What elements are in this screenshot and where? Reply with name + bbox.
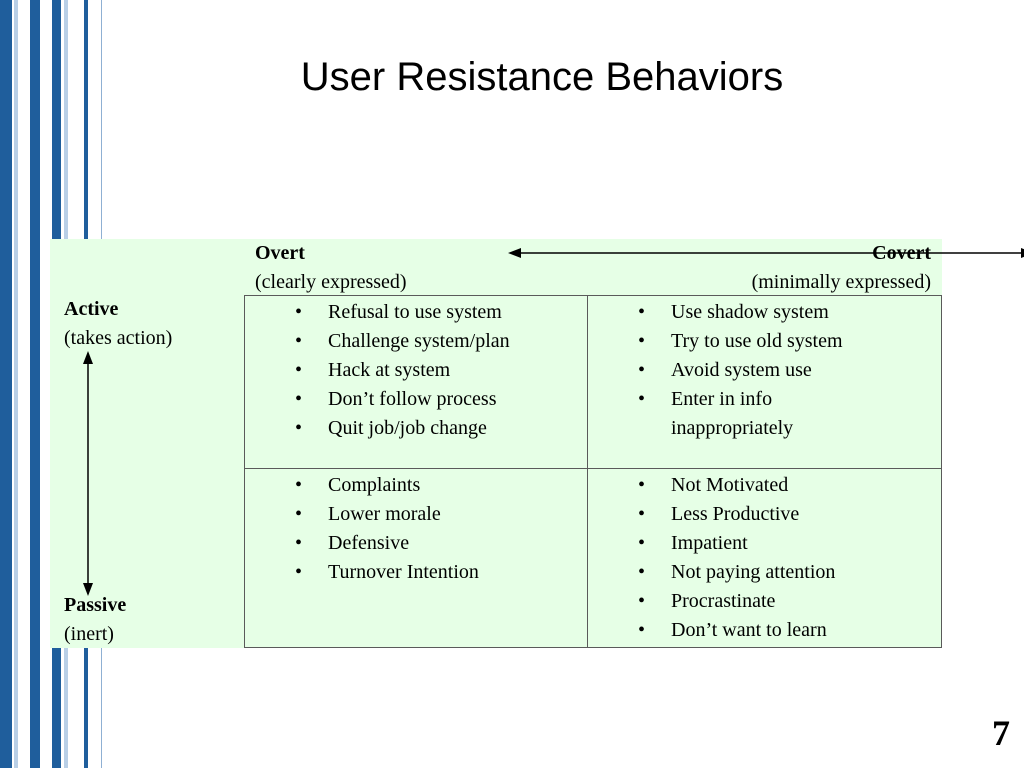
active-label: Active — [64, 298, 119, 320]
passive-overt-cell: Complaints Lower morale Defensive Turnov… — [244, 468, 588, 648]
list-item: Challenge system/plan — [245, 327, 587, 356]
overt-description: (clearly expressed) — [255, 271, 407, 293]
list-item: Enter in info inappropriately — [588, 385, 941, 443]
decor-stripe — [14, 0, 18, 768]
vertical-axis-column: Active (takes action) Passive (inert) — [50, 295, 244, 648]
list-item: Complaints — [245, 471, 587, 500]
covert-label: Covert — [872, 242, 931, 264]
decor-stripe — [0, 0, 12, 768]
overt-header: Overt (clearly expressed) — [255, 239, 407, 297]
covert-header: Covert (minimally expressed) — [752, 239, 931, 297]
list-item: Procrastinate — [588, 587, 941, 616]
passive-description: (inert) — [64, 623, 114, 645]
list-item: Not Motivated — [588, 471, 941, 500]
list-item: Don’t want to learn — [588, 616, 941, 645]
list-item: Avoid system use — [588, 356, 941, 385]
passive-covert-cell: Not Motivated Less Productive Impatient … — [587, 468, 942, 648]
slide-title: User Resistance Behaviors — [300, 55, 784, 99]
active-overt-cell: Refusal to use system Challenge system/p… — [244, 295, 588, 469]
active-passive-arrow-icon — [83, 351, 93, 596]
passive-label: Passive — [64, 594, 127, 616]
page-number: 7 — [992, 713, 1010, 753]
list-item: Turnover Intention — [245, 558, 587, 587]
overt-label: Overt — [255, 242, 305, 264]
passive-overt-list: Complaints Lower morale Defensive Turnov… — [245, 469, 587, 587]
list-item: Refusal to use system — [245, 298, 587, 327]
resistance-matrix: Overt (clearly expressed) Covert (minima… — [50, 239, 1024, 648]
list-item: Lower morale — [245, 500, 587, 529]
list-item: Not paying attention — [588, 558, 941, 587]
covert-description: (minimally expressed) — [751, 271, 931, 293]
active-covert-list: Use shadow system Try to use old system … — [588, 296, 941, 443]
list-item: Hack at system — [245, 356, 587, 385]
active-covert-cell: Use shadow system Try to use old system … — [587, 295, 942, 469]
active-header: Active (takes action) — [64, 295, 172, 353]
list-item: Quit job/job change — [245, 414, 587, 443]
overt-covert-arrow-icon — [508, 248, 1024, 258]
list-item: Defensive — [245, 529, 587, 558]
horizontal-axis-header: Overt (clearly expressed) Covert (minima… — [244, 239, 1024, 297]
decor-stripe — [30, 0, 40, 768]
list-item: Try to use old system — [588, 327, 941, 356]
passive-header: Passive (inert) — [64, 591, 126, 649]
passive-covert-list: Not Motivated Less Productive Impatient … — [588, 469, 941, 645]
active-description: (takes action) — [64, 327, 173, 349]
list-item: Use shadow system — [588, 298, 941, 327]
active-overt-list: Refusal to use system Challenge system/p… — [245, 296, 587, 443]
list-item: Impatient — [588, 529, 941, 558]
list-item: Less Productive — [588, 500, 941, 529]
list-item: Don’t follow process — [245, 385, 587, 414]
